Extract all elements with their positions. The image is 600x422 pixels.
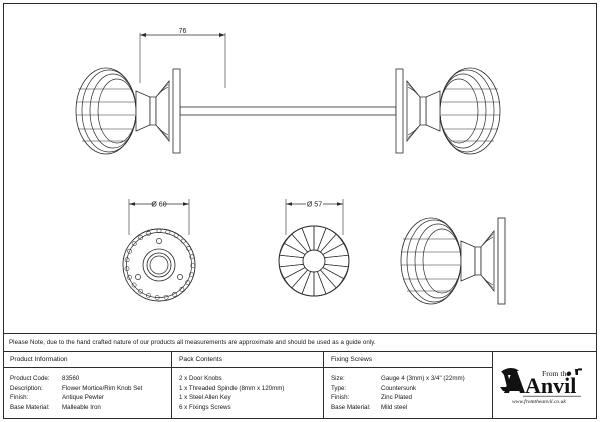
table-row: Size: Gauge 4 (3mm) x 3/4" (22mm): [331, 374, 492, 384]
product-code-label: Product Code:: [10, 375, 50, 382]
dimension-label-d60: Ø 60: [151, 202, 166, 209]
rose-fixing-holes: [135, 238, 183, 280]
dimension-label-76: 76: [179, 28, 187, 35]
list-item: 6 x Fixings Screws: [179, 403, 231, 411]
view-side-elevation: [75, 67, 501, 155]
table-row: Product Code: 83560: [10, 374, 171, 384]
list-item: 1 x Threaded Spindle (8mm x 120mm): [179, 384, 285, 392]
product-information-column: Product Information Product Code: 83560 …: [3, 352, 172, 419]
fixing-screws-heading: Fixing Screws: [324, 352, 492, 368]
pack-contents-heading: Pack Contents: [172, 352, 323, 368]
table-row: Finish: Antique Pewter: [10, 393, 171, 403]
dimension-label-d57: Ø 57: [307, 202, 322, 209]
disclaimer-note: Please Note, due to the hand crafted nat…: [9, 339, 376, 346]
product-information-body: Product Code: 83560 Description: Flower …: [3, 368, 171, 412]
brand-logo-column: Anvil From the www.fromtheanvil.co.uk: [493, 352, 597, 419]
info-columns: Product Information Product Code: 83560 …: [3, 352, 597, 419]
anvil-logo-graphic: Anvil From the www.fromtheanvil.co.uk: [500, 367, 582, 405]
information-block: Please Note, due to the hand crafted nat…: [3, 333, 597, 419]
note-row: Please Note, due to the hand crafted nat…: [3, 334, 597, 352]
drawing-area: 76: [3, 3, 597, 333]
logo-word-anvil: Anvil: [525, 373, 576, 398]
logo-url-text: www.fromtheanvil.co.uk: [512, 398, 566, 405]
anvil-icon: [500, 370, 522, 391]
screw-base-material-value: Mild steel: [381, 403, 408, 411]
list-item: 2 x Door Knobs: [179, 375, 222, 382]
pack-contents-body: 2 x Door Knobs 1 x Threaded Spindle (8mm…: [172, 368, 323, 412]
description-label: Description:: [10, 384, 43, 392]
screw-type-label: Type:: [331, 384, 347, 392]
view-knob-front: [278, 225, 350, 297]
fixing-screws-body: Size: Gauge 4 (3mm) x 3/4" (22mm) Type: …: [324, 368, 492, 412]
screw-size-label: Size:: [331, 375, 345, 382]
screw-base-material-label: Base Material:: [331, 403, 371, 411]
pack-contents-column: Pack Contents 2 x Door Knobs 1 x Threade…: [172, 352, 324, 419]
product-information-heading: Product Information: [3, 352, 171, 368]
logo-hammer-icon: [575, 368, 578, 375]
from-the-anvil-logo: Anvil From the www.fromtheanvil.co.uk: [499, 365, 591, 407]
list-item: 1 x Steel Allen Key: [179, 394, 231, 402]
view-knob-profile: [400, 217, 506, 305]
screw-size-value: Gauge 4 (3mm) x 3/4" (22mm): [381, 375, 465, 382]
technical-drawing: 76: [75, 28, 506, 305]
table-row: Type: Countersunk: [331, 384, 492, 394]
logo-dot-icon: [566, 371, 572, 376]
fixing-screws-column: Fixing Screws Size: Gauge 4 (3mm) x 3/4"…: [324, 352, 493, 419]
table-row: Base Material: Malleable Iron: [10, 403, 171, 413]
rose-beaded-edge: [124, 228, 196, 300]
table-row: Base Material: Mild steel: [331, 403, 492, 413]
dimension-76: [139, 33, 226, 88]
logo-word-from-the: From the: [542, 369, 570, 378]
screw-finish-value: Zinc Plated: [381, 394, 412, 402]
screw-type-value: Countersunk: [381, 384, 417, 392]
base-material-label: Base Material:: [10, 403, 50, 411]
base-material-value: Malleable Iron: [62, 403, 101, 411]
dimension-d60: [128, 199, 190, 235]
view-rose-plan: [122, 228, 196, 302]
product-code-value: 83560: [62, 375, 80, 382]
finish-label: Finish:: [10, 394, 29, 402]
dimension-d57: [285, 199, 344, 235]
description-value: Flower Mortice/Rim Knob Set: [62, 384, 143, 392]
table-row: Description: Flower Mortice/Rim Knob Set: [10, 384, 171, 394]
table-row: Finish: Zinc Plated: [331, 393, 492, 403]
screw-finish-label: Finish:: [331, 394, 350, 402]
finish-value: Antique Pewter: [62, 394, 104, 402]
